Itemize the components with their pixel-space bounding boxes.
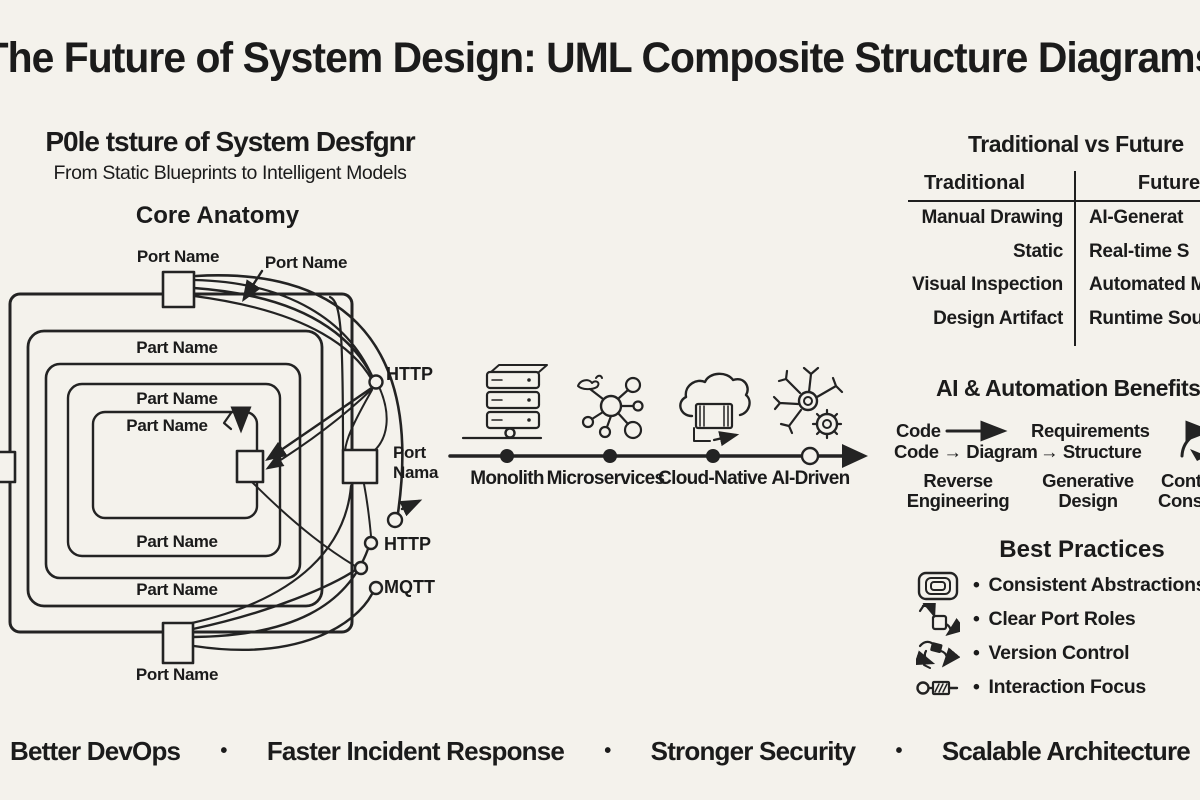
bullet: • [973,574,980,596]
benefits-graphics [945,420,1200,461]
timeline-arrowhead [842,444,868,468]
part-name-label: Part Name [136,532,218,551]
port-square-left [0,450,17,484]
port-name-top-label: Port Name [136,247,220,266]
neural-gear-icon [772,366,844,440]
table-column-divider [1074,171,1076,346]
part-name-label: Part Name [136,389,218,408]
benefit-caption: Generative [1042,470,1134,491]
network-nodes-icon [577,374,644,440]
best-practice-label: Consistent Abstractions [988,574,1200,596]
footer-separator: • [895,740,902,762]
timeline-stage-monolith: Monolith [470,468,544,489]
footer-item: Stronger Security [650,736,856,766]
benefit-caption: Design [1058,490,1118,511]
benefit-caption: Cons [1158,490,1200,511]
benefits-title: AI & Automation Benefits [936,375,1200,401]
http-top-node [368,374,384,390]
benefit-req-line2: → Structure [1040,441,1142,462]
part-box-3 [44,362,302,580]
column-header-traditional: Traditional [923,172,1026,194]
table-cell: Design Artifact [933,307,1063,329]
best-practices-list: • Consistent Abstractions • Clear Port Rol… [916,571,1200,702]
port-square-top [161,270,196,309]
continuous-gauge-icon [1180,420,1200,461]
port-right-label-line2: Nama [393,463,439,482]
footer-separator: • [220,740,227,762]
port-square-center [235,449,265,484]
footer-item: Better DevOps [10,736,181,766]
http-mid-node [363,535,379,551]
port-name-top-right-label: Port Name [264,253,348,272]
lollipop-connector-icon [916,680,959,695]
benefit-code-line1: Code [896,420,941,441]
server-stack-icon [461,364,548,440]
table-cell: Manual Drawing [921,207,1064,228]
table-cell: Real-time S [1089,240,1190,262]
benefit-code-line2: Code → Diagram [894,441,1038,462]
table-cell: Runtime Sou [1089,307,1200,329]
part-name-label: Part Name [136,338,218,357]
part-box-2 [26,329,324,608]
column-header-future: Future [1137,172,1200,194]
delegation-arrow-icon [222,406,252,434]
best-practices-title: Best Practices [999,536,1165,563]
left-subheading: From Static Blueprints to Intelligent Mo… [53,162,407,184]
best-practice-label: Version Control [988,642,1130,664]
cloud-container-icon [679,372,751,447]
table-header-rule [908,200,1200,202]
bullet: • [973,676,980,698]
table-cell: Visual Inspection [912,274,1063,295]
nested-frames-icon [917,571,959,600]
page-title: The Future of System Design: UML Composi… [0,34,1200,82]
evolution-timeline [448,364,868,468]
benefit-caption: Reverse [923,470,993,491]
comparison-table-title: Traditional vs Future [968,131,1184,157]
benefit-req-line1: Requirements [1031,420,1150,441]
mid-node [353,560,369,576]
core-anatomy-title: Core Anatomy [135,202,300,229]
port-right-label-line1: Port [393,443,426,462]
list-item: • Consistent Abstractions [916,571,1200,600]
bullet: • [973,642,980,664]
comparison-table: Traditional Future Manual Drawing AI-Gen… [886,168,1200,335]
best-practice-label: Clear Port Roles [988,608,1136,630]
left-heading: P0le tsture of System Desfgnr [45,126,415,157]
list-item: • Version Control [916,639,1200,669]
version-branch-icon [916,640,960,669]
table-cell: Automated M [1089,274,1200,295]
core-anatomy-diagram [0,269,423,665]
part-box-4 [66,382,282,558]
list-item: • Interaction Focus [916,673,1200,702]
bullet: • [973,608,980,630]
mqtt-node [368,580,384,596]
http-top-label: HTTP [386,364,433,384]
footer-item: Faster Incident Response [266,736,565,766]
http-mid-label: HTTP [384,534,431,554]
part-name-label: Part Name [136,580,218,599]
port-name-bottom-label: Port Name [135,665,219,684]
footer-separator: • [604,740,611,762]
free-node [386,511,404,529]
table-cell: AI-Generat [1089,207,1184,228]
timeline-stage-microservices: Microservices [546,468,665,489]
port-square-bottom [161,621,195,665]
timeline-stage-ai-driven: AI-Driven [771,468,850,489]
port-name-callout-arrow [242,269,264,303]
list-item: • Clear Port Roles [916,602,1200,636]
footer-item: Scalable Architecture [941,736,1191,766]
part-name-label: Part Name [126,416,208,435]
port-arrows-icon [918,602,960,636]
timeline-stage-cloud-native: Cloud-Native [658,468,767,489]
benefit-caption: Engineering [906,490,1010,511]
mqtt-label: MQTT [384,577,435,597]
best-practice-label: Interaction Focus [988,676,1147,698]
table-cell: Static [1013,240,1063,262]
benefit-caption: Cont [1161,470,1200,491]
small-arrow-icon [399,499,423,517]
footer-benefits-bar: Better DevOps • Faster Incident Response… [10,736,1191,767]
port-square-right [341,448,379,485]
